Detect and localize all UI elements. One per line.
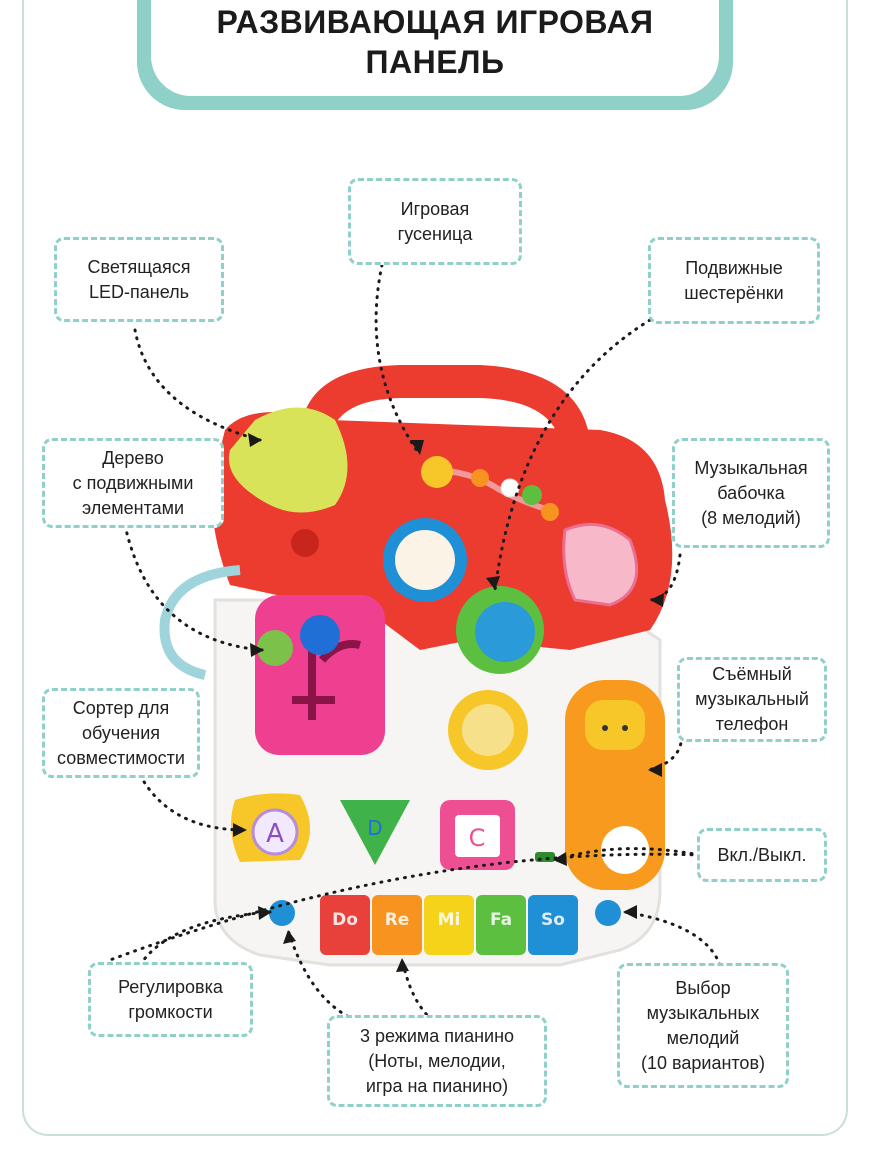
sorter-letter-c: C — [469, 824, 486, 852]
led-panel — [228, 407, 348, 513]
sorter-letter-a: A — [266, 819, 284, 849]
sorter-shape-green — [340, 800, 410, 865]
piano-key-fa — [476, 895, 526, 955]
melody-button — [595, 900, 621, 926]
phone-eye — [622, 725, 628, 731]
power-switch — [535, 852, 555, 862]
leader-piano-mid — [400, 956, 434, 1022]
arrowhead — [486, 576, 500, 590]
sorter-shape-pink-inner — [455, 815, 500, 857]
arrowhead — [410, 440, 424, 455]
callout-power: Вкл./Выкл. — [697, 828, 827, 882]
phone-dpad — [601, 826, 649, 874]
piano-key-mi — [424, 895, 474, 955]
leader-tree — [123, 523, 264, 652]
title-banner-inner: РАЗВИВАЮЩАЯ ИГРОВАЯ ПАНЕЛЬ — [151, 0, 719, 96]
arrowhead — [233, 823, 247, 837]
volume-button — [269, 900, 295, 926]
leader-arrowheads — [233, 433, 664, 972]
phone-screen — [585, 700, 645, 750]
arrowhead — [650, 593, 664, 607]
callout-melody-select: Выбор музыкальных мелодий (10 вариантов) — [617, 963, 789, 1088]
arrowhead — [283, 930, 296, 944]
arrowhead — [623, 905, 637, 919]
arrowhead — [258, 906, 272, 920]
piano-key-label: Mi — [438, 910, 461, 930]
callout-led-panel: Светящаяся LED-панель — [54, 237, 224, 322]
caterpillar-bead — [522, 485, 542, 505]
arrowhead — [250, 643, 264, 657]
tree-panel — [255, 595, 385, 755]
callout-butterfly: Музыкальная бабочка (8 мелодий) — [672, 438, 830, 548]
tree-trunk — [292, 640, 361, 720]
piano-key-label: Re — [385, 910, 410, 930]
arrowhead — [396, 958, 409, 972]
sorter-shape-yellow-inner — [251, 808, 299, 856]
gear-green-face — [475, 602, 535, 662]
leader-melody — [623, 910, 722, 967]
phone-eye — [602, 725, 608, 731]
leader-gears — [493, 318, 652, 592]
piano-key-do — [320, 895, 370, 955]
arrowhead — [553, 852, 567, 866]
toy-handle — [300, 365, 590, 440]
caterpillar-bead — [541, 503, 559, 521]
arrowhead — [648, 763, 662, 777]
callout-piano-modes: 3 режима пианино (Ноты, мелодии, игра на… — [327, 1015, 547, 1107]
piano-key-re — [372, 895, 422, 955]
arrowhead — [248, 433, 262, 447]
caterpillar-head — [421, 456, 453, 488]
tree-knob-green — [257, 630, 293, 666]
gear-yellow-face — [462, 704, 514, 756]
piano-key-label: Fa — [490, 910, 512, 930]
callout-volume: Регулировка громкости — [88, 962, 253, 1037]
piano-key-so — [528, 895, 578, 955]
sorter-letter-d: D — [367, 816, 382, 840]
piano-key-label: So — [541, 910, 565, 930]
callout-gears: Подвижные шестерёнки — [648, 237, 820, 324]
tree-knob-blue — [300, 615, 340, 655]
callout-sorter: Сортер для обучения совместимости — [42, 688, 200, 778]
leader-power-long — [108, 852, 702, 962]
caterpillar-bead — [471, 469, 489, 487]
butterfly — [562, 522, 639, 607]
page-title: РАЗВИВАЮЩАЯ ИГРОВАЯ ПАНЕЛЬ — [216, 4, 654, 80]
callout-tree: Дерево с подвижными элементами — [42, 438, 224, 528]
leader-caterpillar — [374, 263, 422, 457]
callout-caterpillar: Игровая гусеница — [348, 178, 522, 265]
teether-ring — [159, 565, 241, 680]
piano-key-label: Do — [332, 910, 358, 930]
leader-power — [553, 847, 702, 862]
swirl-emblem — [291, 529, 319, 557]
gear-blue-face — [395, 530, 455, 590]
content-frame — [22, 0, 848, 1136]
leader-led — [133, 328, 262, 442]
callout-phone: Съёмный музыкальный телефон — [677, 657, 827, 742]
